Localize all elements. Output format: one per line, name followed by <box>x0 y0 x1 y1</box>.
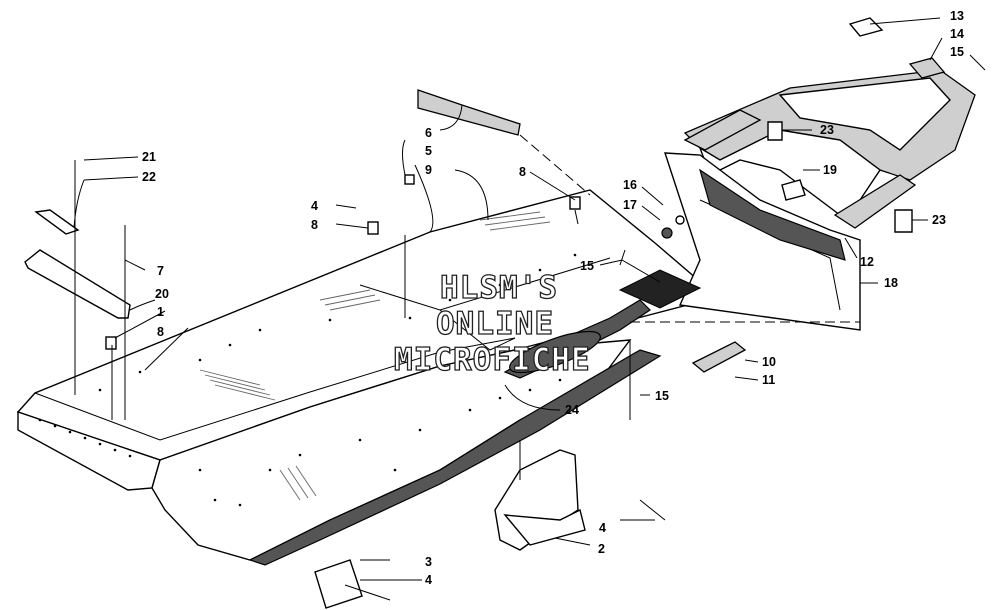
callout-5: 5 <box>425 144 432 158</box>
callout-1: 1 <box>157 305 164 319</box>
callout-9: 9 <box>425 163 432 177</box>
clip-23-a <box>767 121 783 141</box>
clip-23-b <box>894 209 913 233</box>
callout-20: 20 <box>155 287 169 301</box>
callout-4-b: 4 <box>599 521 606 535</box>
callout-15-a: 15 <box>950 45 964 59</box>
callout-19: 19 <box>823 163 837 177</box>
callout-22: 22 <box>142 170 156 184</box>
plate-2 <box>494 449 586 551</box>
callout-8-c: 8 <box>157 325 164 339</box>
decal-5 <box>404 174 415 185</box>
watermark-line-2: ONLINE <box>436 306 554 342</box>
callout-6: 6 <box>425 126 432 140</box>
tunnel-body <box>16 189 720 566</box>
callout-14: 14 <box>950 27 964 41</box>
callout-15-b: 15 <box>580 259 594 273</box>
callout-4-a: 4 <box>311 199 318 213</box>
callout-13: 13 <box>950 9 964 23</box>
callout-3: 3 <box>425 555 432 569</box>
rear-bumper <box>664 69 976 331</box>
bracket-20 <box>24 209 131 319</box>
callout-8-a: 8 <box>311 218 318 232</box>
checker-decal <box>503 269 702 379</box>
callout-11: 11 <box>762 373 775 387</box>
pads-13-14 <box>848 17 946 79</box>
callout-21: 21 <box>142 150 156 164</box>
callout-23-a: 23 <box>820 123 834 137</box>
grab-plate-10 <box>691 341 747 373</box>
callout-15-c: 15 <box>655 389 669 403</box>
callout-17: 17 <box>623 198 637 212</box>
watermark-line-1: HLSM'S <box>440 270 558 306</box>
callout-12: 12 <box>860 255 874 269</box>
callout-4-c: 4 <box>425 573 432 587</box>
leader-lines <box>73 17 986 601</box>
rivet-row <box>38 253 577 507</box>
watermark-line-3: MICROFICHE <box>394 342 591 378</box>
callout-18: 18 <box>884 276 898 290</box>
deck-shading <box>199 211 551 501</box>
callout-2: 2 <box>598 542 605 556</box>
decal-strip <box>417 89 591 196</box>
callout-16: 16 <box>623 178 637 192</box>
callout-7: 7 <box>157 264 164 278</box>
plate-3 <box>314 559 363 609</box>
callout-8-b: 8 <box>519 165 526 179</box>
callout-23-b: 23 <box>932 213 946 227</box>
callout-10: 10 <box>762 355 776 369</box>
callout-24: 24 <box>565 403 579 417</box>
watermark: HLSM'S ONLINE MICROFICHE <box>393 269 591 378</box>
callout-labels: 1 2 3 4 4 4 5 6 7 8 8 8 9 10 11 12 13 14… <box>142 9 964 587</box>
clip-19 <box>781 179 806 201</box>
nuts-16-17 <box>661 215 685 239</box>
